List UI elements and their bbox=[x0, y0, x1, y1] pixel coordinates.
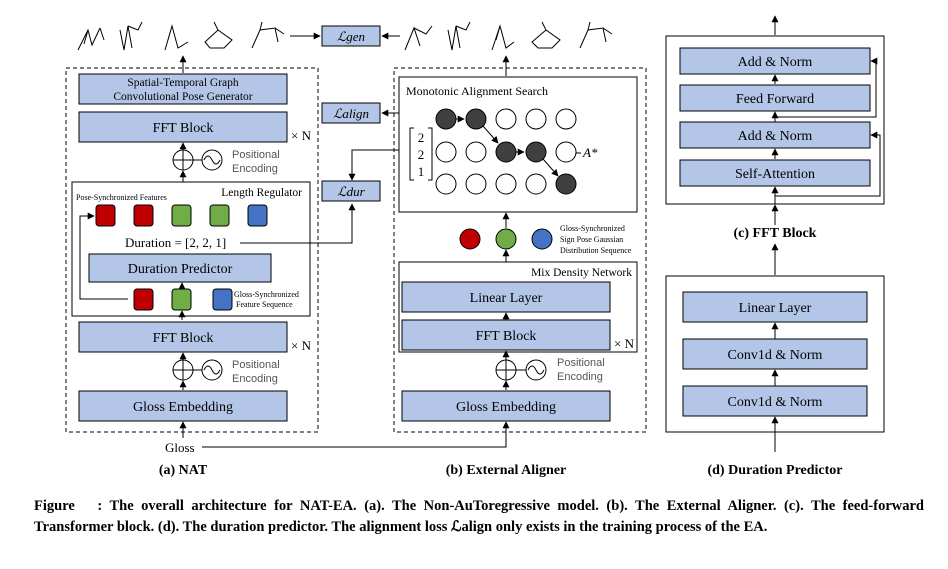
loss-dur-label: ℒdur bbox=[337, 184, 365, 199]
fft-feed-forward bbox=[679, 84, 871, 112]
mdn-title: Mix Density Network bbox=[531, 267, 632, 279]
gaussian-label-l2: Sign Pose Gaussian bbox=[560, 235, 623, 244]
dp-caption: (d) Duration Predictor bbox=[707, 463, 842, 478]
matrix-value-2: 2 bbox=[418, 147, 425, 162]
aligner-container bbox=[393, 67, 647, 433]
nat-container bbox=[65, 67, 319, 433]
pose-feature-red-1 bbox=[95, 204, 116, 227]
gloss-sync-seq-l2: Feature Sequence bbox=[236, 300, 293, 309]
duration-predictor-block bbox=[88, 253, 272, 283]
pose-generator-line1: Spatial-Temporal Graph bbox=[127, 77, 239, 89]
nat-pos-enc-top bbox=[172, 149, 223, 171]
aligner-linear-layer-label: Linear Layer bbox=[470, 291, 543, 306]
nat-pos-enc-top-l1: Positional bbox=[232, 149, 280, 161]
matrix-value-1: 2 bbox=[418, 130, 425, 145]
dp-conv-1-label: Conv1d & Norm bbox=[728, 348, 823, 363]
aligner-fft-label: FFT Block bbox=[476, 329, 537, 344]
nat-gloss-embedding-block bbox=[78, 390, 288, 422]
gloss-feature-blue bbox=[212, 288, 233, 311]
nat-pos-enc-bottom bbox=[172, 359, 223, 381]
nat-pos-enc-top-l2: Encoding bbox=[232, 163, 278, 175]
dp-linear-layer bbox=[682, 291, 868, 323]
dp-conv-2 bbox=[682, 385, 868, 417]
mas-title: Monotonic Alignment Search bbox=[406, 84, 548, 98]
gaussian-green bbox=[495, 228, 517, 250]
fft-add-norm-bottom bbox=[679, 121, 871, 149]
pose-feature-green-1 bbox=[171, 204, 192, 227]
arrow-duration-to-ldur bbox=[240, 203, 356, 244]
figure-caption: Figure : The overall architecture for NA… bbox=[34, 496, 924, 538]
aligner-gloss-embedding-block bbox=[401, 390, 611, 422]
nat-fft-block-top bbox=[78, 111, 288, 143]
length-regulator-title: Length Regulator bbox=[221, 187, 302, 199]
gaussian-label-l3: Distribution Sequence bbox=[560, 246, 632, 255]
matrix-value-3: 1 bbox=[418, 164, 425, 179]
aligner-gloss-embedding-label: Gloss Embedding bbox=[456, 400, 556, 415]
fft-residual-2 bbox=[775, 57, 878, 118]
matrix-bracket-right bbox=[428, 127, 433, 181]
nat-fft-top-label: FFT Block bbox=[153, 121, 214, 136]
dp-conv-2-label: Conv1d & Norm bbox=[728, 395, 823, 410]
pose-feature-blue-1 bbox=[247, 204, 268, 227]
gloss-feature-green bbox=[171, 288, 192, 311]
fft-residual-1 bbox=[775, 131, 881, 197]
arrow-gloss-to-aligner bbox=[202, 421, 510, 448]
fft-add-norm-top-label: Add & Norm bbox=[738, 55, 813, 70]
fft-self-attention-label: Self-Attention bbox=[735, 167, 815, 182]
dp-linear-layer-label: Linear Layer bbox=[739, 301, 812, 316]
nat-fft-bottom-label: FFT Block bbox=[153, 331, 214, 346]
nat-pos-enc-bottom-l2: Encoding bbox=[232, 373, 278, 385]
loss-align-box bbox=[321, 102, 381, 124]
pose-generator-block bbox=[78, 73, 288, 105]
nat-pos-enc-bottom-l1: Positional bbox=[232, 359, 280, 371]
aligner-linear-layer-block bbox=[401, 281, 611, 313]
loss-align-label: ℒalign bbox=[333, 106, 369, 121]
aligner-fft-block bbox=[401, 319, 611, 351]
matrix-bracket-left bbox=[409, 127, 414, 181]
pose-figures-left bbox=[77, 21, 285, 51]
gaussian-red bbox=[459, 228, 481, 250]
duration-text: Duration = [2, 2, 1] bbox=[125, 235, 226, 250]
aligner-pos-enc-l1: Positional bbox=[557, 357, 605, 369]
nat-gloss-embedding-label: Gloss Embedding bbox=[133, 400, 233, 415]
aligner-fft-times-n: × N bbox=[614, 336, 635, 351]
dp-conv-1 bbox=[682, 338, 868, 370]
aligner-pos-enc-l2: Encoding bbox=[557, 371, 603, 383]
gloss-feature-red bbox=[133, 288, 154, 311]
gloss-sync-seq-l1: Gloss-Synchronized bbox=[234, 290, 299, 299]
loss-gen-box bbox=[321, 25, 381, 47]
pose-figures-right bbox=[404, 21, 613, 51]
nat-caption: (a) NAT bbox=[159, 463, 208, 478]
fft-add-norm-top bbox=[679, 47, 871, 75]
aligner-pos-enc bbox=[495, 359, 547, 381]
pose-feature-green-2 bbox=[209, 204, 230, 227]
fft-self-attention bbox=[679, 159, 871, 187]
pose-sync-features-label: Pose-Synchronized Features bbox=[76, 193, 167, 202]
gloss-input-label: Gloss bbox=[165, 440, 195, 455]
pose-feature-red-2 bbox=[133, 204, 154, 227]
alignment-grid bbox=[435, 108, 577, 195]
loss-dur-box bbox=[321, 180, 381, 202]
duration-predictor-label: Duration Predictor bbox=[128, 262, 233, 277]
gaussian-blue bbox=[531, 228, 553, 250]
figure-caption-text: Figure : The overall architecture for NA… bbox=[34, 498, 928, 535]
nat-fft-bottom-times-n: × N bbox=[291, 338, 312, 353]
gaussian-label-l1: Gloss-Synchronized bbox=[560, 224, 625, 233]
loss-gen-label: ℒgen bbox=[337, 29, 365, 44]
fft-add-norm-bottom-label: Add & Norm bbox=[738, 129, 813, 144]
nat-fft-block-bottom bbox=[78, 321, 288, 353]
a-star-label: A* bbox=[582, 145, 598, 160]
fft-caption: (c) FFT Block bbox=[734, 226, 817, 241]
arrow-gloss-to-pose-features bbox=[79, 212, 128, 300]
nat-fft-top-times-n: × N bbox=[291, 128, 312, 143]
aligner-caption: (b) External Aligner bbox=[446, 463, 567, 478]
fft-feed-forward-label: Feed Forward bbox=[736, 92, 814, 107]
pose-generator-line2: Convolutional Pose Generator bbox=[113, 91, 252, 103]
